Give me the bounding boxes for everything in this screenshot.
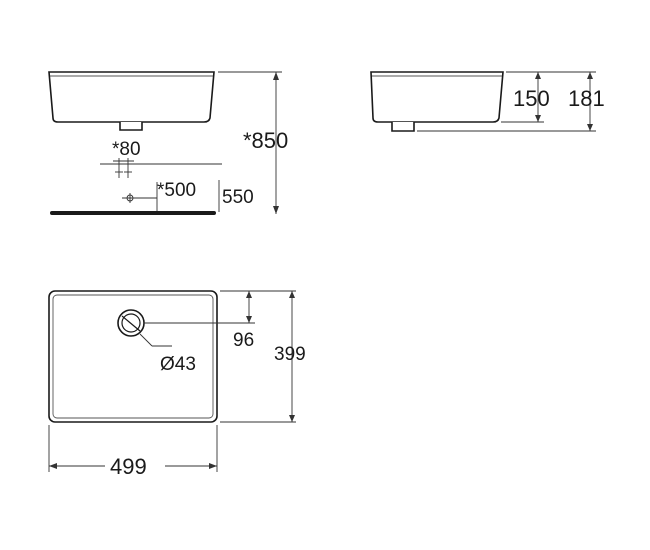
depth-label: 399 (274, 344, 306, 365)
height-label: *850 (243, 128, 288, 153)
top-basin-inner (52, 294, 214, 419)
width-arrow-right (209, 463, 217, 469)
drain-slash (121, 315, 141, 332)
drain-leader (139, 333, 153, 347)
side-drain-stub (391, 122, 415, 132)
height-arrow-bottom (273, 206, 279, 214)
height-arrow-top (273, 72, 279, 80)
front-view: *850 *80 *500 550 (48, 71, 288, 215)
waste-height-label: 550 (222, 187, 254, 208)
front-drain-stub (119, 122, 143, 131)
front-basin-outline (48, 71, 215, 123)
bowl-arrow-top (535, 72, 541, 79)
drain-offset-arrow-bottom (246, 316, 252, 323)
bowl-height-label: 150 (513, 86, 550, 111)
tap-spacing-label: *80 (112, 139, 141, 160)
total-arrow-top (587, 72, 593, 79)
depth-arrow-top (289, 291, 295, 298)
drain-offset-arrow-top (246, 291, 252, 298)
floor-line (50, 211, 216, 215)
width-label: 499 (110, 454, 147, 479)
side-basin-outline (370, 71, 504, 123)
drain-diameter-label: Ø43 (160, 354, 196, 375)
drain-offset-label: 96 (233, 330, 254, 351)
depth-arrow-bottom (289, 415, 295, 422)
top-basin-outline (48, 290, 218, 423)
total-arrow-bottom (587, 124, 593, 131)
width-arrow-left (49, 463, 57, 469)
bowl-arrow-bottom (535, 115, 541, 122)
top-view: Ø43 96 399 499 (48, 290, 306, 479)
waste-offset-label: *500 (157, 180, 196, 201)
side-view: 150 181 (370, 71, 605, 132)
total-height-label: 181 (568, 86, 605, 111)
drain-inner (121, 313, 141, 333)
